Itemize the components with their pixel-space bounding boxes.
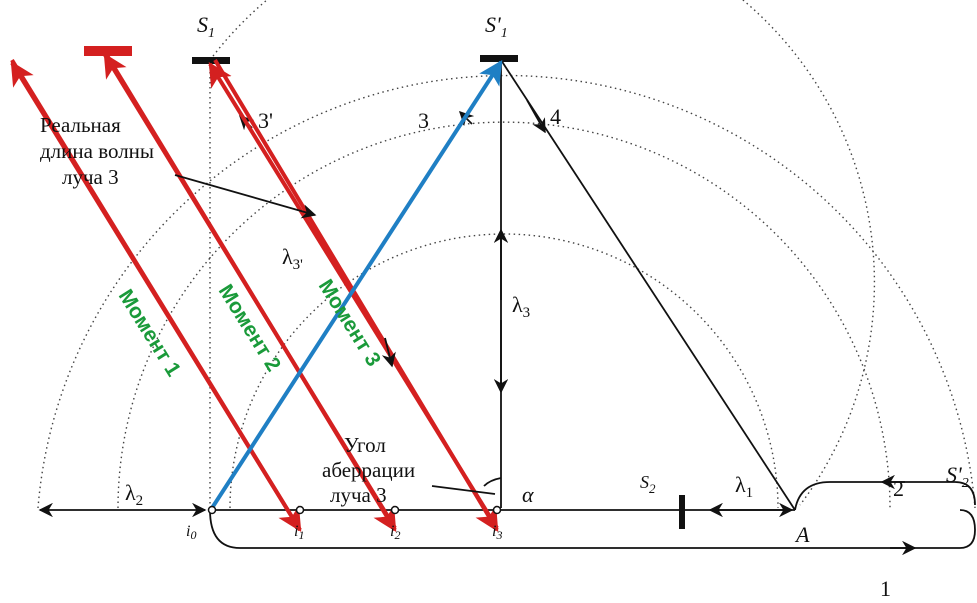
label-i2: i2 [390,523,400,542]
note-real-wavelength-line2: длина волны [40,139,154,163]
label-lambda1: λ1 [735,472,753,501]
label-ray-2: 2 [893,476,904,501]
note-real-wavelength-line1: Реальная [40,113,121,137]
label-i3: i3 [492,523,502,542]
alpha-angle-arc [483,477,502,487]
point-i3 [492,505,502,515]
red-ray-moment1-return [10,58,302,533]
red-ray-moment2-return [103,50,397,533]
wavefront-arc-medium [117,121,891,509]
red-ray-moment3-return [213,58,499,533]
s1-mirror [192,57,230,64]
label-i1: i1 [294,523,304,542]
label-s2-prime: S'2 [946,462,969,491]
wavefront-arc-large [37,74,976,509]
note-aberration-line1: Угол [344,433,386,457]
s2-mirror [679,495,685,529]
moment-1-label: Момент 1 [114,285,185,380]
note-real-wavelength-line3: луча 3 [62,165,119,189]
label-s1: S1 [197,12,215,41]
label-lambda3: λ3 [512,292,530,321]
label-ray-1: 1 [880,576,891,601]
point-i0 [207,505,217,515]
blue-ray [210,59,503,510]
label-ray-4: 4 [550,104,561,129]
note-aberration-line2: аберрации [322,458,415,482]
lambda3p-tick-arrow [381,337,396,368]
label-lambda2: λ2 [125,480,143,509]
lower-return-path [209,509,976,549]
point-i2 [390,505,400,515]
wavefront-arc-small [229,233,779,509]
real-wavelength-pointer [174,174,317,219]
label-point-a: A [794,522,810,547]
label-lambda3p: λ3' [282,244,303,273]
label-alpha: α [522,482,534,507]
label-ray-3: 3 [418,108,429,133]
red-mirror [84,46,132,56]
ray4-line [500,59,796,511]
label-s1-prime: S'1 [485,12,508,41]
ray4-arrow [526,99,546,134]
wavefront-arc-outer [209,0,876,506]
label-i0: i0 [186,523,196,542]
note-aberration-line3: луча 3 [330,483,387,507]
aberration-angle-pointer [431,485,496,495]
point-i1 [295,505,305,515]
label-s2: S2 [640,472,656,496]
label-ray-3p: 3' [258,108,273,133]
s1-prime-mirror [480,55,518,62]
